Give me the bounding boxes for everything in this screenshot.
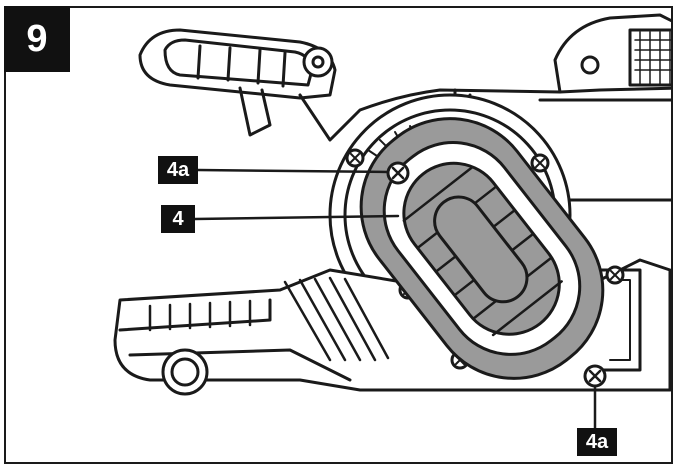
callout-screw-top-label: 4a xyxy=(158,156,198,184)
screw-top xyxy=(386,161,410,185)
rear-handle xyxy=(138,28,337,137)
figure-frame xyxy=(4,6,673,464)
figure-number-badge: 9 xyxy=(4,6,70,72)
callout-screw-bottom-label: 4a xyxy=(577,428,617,456)
leader-lines xyxy=(193,168,597,430)
callout-dust-cover-label: 4 xyxy=(161,205,195,233)
dust-cover xyxy=(359,117,605,380)
